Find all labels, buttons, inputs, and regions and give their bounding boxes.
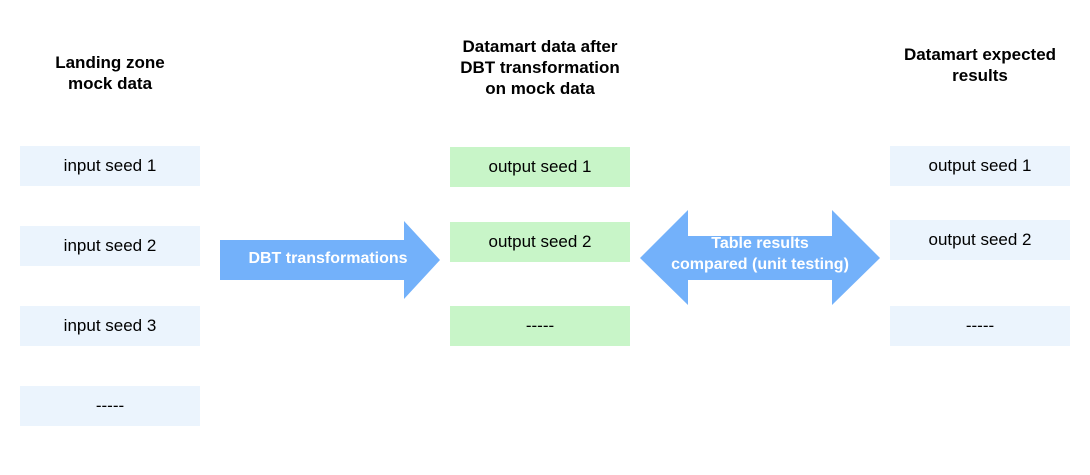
landing-zone-heading: Landing zone mock data bbox=[55, 53, 165, 93]
transform-arrow-label: DBT transformations bbox=[248, 250, 408, 267]
expected-placeholder-box: ----- bbox=[890, 306, 1070, 346]
transform-arrow-icon bbox=[220, 221, 440, 299]
compare-double-arrow-icon bbox=[640, 210, 880, 305]
input-placeholder-box: ----- bbox=[20, 386, 200, 426]
output-seed-box: output seed 2 bbox=[450, 222, 630, 262]
compare-arrow-label: Table results compared (unit testing) bbox=[671, 235, 849, 273]
datamart-after-heading: Datamart data after DBT transformation o… bbox=[460, 37, 620, 98]
input-seed-box: input seed 2 bbox=[20, 226, 200, 266]
input-seed-box: input seed 1 bbox=[20, 146, 200, 186]
output-seed-box: output seed 1 bbox=[450, 147, 630, 187]
output-placeholder-box: ----- bbox=[450, 306, 630, 346]
expected-seed-box: output seed 1 bbox=[890, 146, 1070, 186]
input-seed-box: input seed 3 bbox=[20, 306, 200, 346]
expected-seed-box: output seed 2 bbox=[890, 220, 1070, 260]
datamart-expected-heading: Datamart expected results bbox=[903, 45, 1057, 85]
